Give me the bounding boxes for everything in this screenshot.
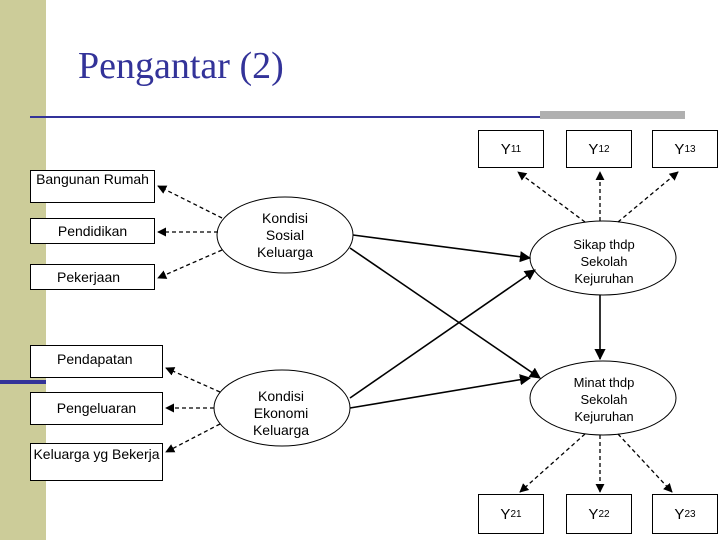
- construct-kondisi-ekonomi: Kondisi Ekonomi Keluarga: [252, 388, 310, 438]
- arrow-ekonomi-sikap: [349, 269, 536, 399]
- arrow-sosial-minat: [349, 247, 541, 379]
- indicator-label: Pendapatan: [57, 351, 133, 367]
- indicator-pekerjaan: Pekerjaan: [30, 264, 155, 290]
- arrow-minat-y23: [617, 433, 673, 493]
- y-base: Y: [674, 505, 685, 523]
- indicator-pendapatan: Pendapatan: [30, 345, 163, 378]
- y-sub: 12: [598, 143, 610, 155]
- indicator-label: Pekerjaan: [57, 269, 121, 285]
- indicator-label: Keluarga yg Bekerja: [33, 446, 160, 462]
- y-base: Y: [588, 505, 599, 523]
- y-sub: 21: [510, 508, 522, 520]
- arrow-ekonomi-minat: [349, 374, 532, 409]
- construct-minat: Minat thdp Sekolah Kejuruhan: [573, 375, 635, 424]
- y-base: Y: [674, 140, 685, 158]
- arrow-sosial-pekerjaan: [157, 249, 223, 279]
- y-base: Y: [500, 140, 511, 158]
- construct-sikap: Sikap thdp Sekolah Kejuruhan: [573, 237, 635, 286]
- title-rule: [30, 116, 685, 118]
- indicator-label: Pengeluaran: [56, 400, 137, 416]
- sidebar-notch: [0, 380, 46, 384]
- page-title: Pengantar (2): [78, 45, 284, 87]
- indicator-keluarga-bekerja: Keluarga yg Bekerja: [30, 443, 163, 481]
- arrow-sosial-sikap: [352, 234, 532, 263]
- y-sub: 23: [684, 508, 696, 520]
- indicator-pendidikan: Pendidikan: [30, 218, 155, 244]
- arrow-ekonomi-keluarga: [165, 423, 221, 453]
- y-base: Y: [588, 140, 599, 158]
- arrow-sikap-y13: [617, 171, 679, 223]
- y-sub: 13: [684, 143, 696, 155]
- arrow-sosial-bangunan: [157, 185, 223, 219]
- title-rule-accent: [540, 111, 685, 119]
- arrow-sikap-y11: [517, 171, 586, 223]
- indicator-label: Pendidikan: [57, 223, 128, 239]
- construct-kondisi-sosial: Kondisi Sosial Keluarga: [256, 210, 314, 260]
- indicator-bangunan-rumah: Bangunan Rumah: [30, 170, 155, 203]
- arrow-ekonomi-pendapatan: [165, 367, 221, 393]
- indicator-label: Bangunan Rumah: [36, 171, 149, 187]
- arrow-minat-y21: [519, 433, 586, 493]
- ellipse-minat: [529, 360, 677, 436]
- y-base: Y: [500, 505, 511, 523]
- indicator-pengeluaran: Pengeluaran: [30, 392, 163, 425]
- y-sub: 11: [510, 143, 522, 155]
- y-sub: 22: [598, 508, 610, 520]
